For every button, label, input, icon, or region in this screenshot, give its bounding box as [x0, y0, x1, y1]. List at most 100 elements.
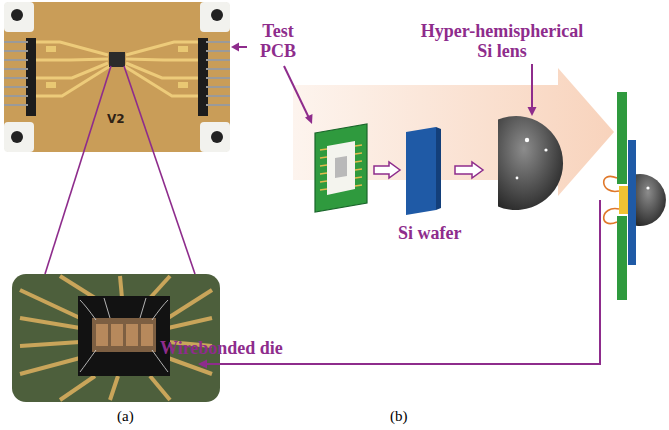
die-photo-part-part: [168, 290, 212, 318]
die-photo-part-part: [168, 318, 212, 328]
pcb-photo-part-part: [206, 41, 230, 43]
assembly-side-view-part: [617, 92, 627, 184]
callout-label: Wirebonded die: [160, 338, 283, 359]
si-lens-box: Hyper-hemispherical Si lens: [496, 110, 564, 215]
component-label: Test PCB: [250, 22, 306, 62]
assembly-side-view-part-part: [604, 176, 619, 191]
pcb-photo-part-part: [4, 104, 28, 106]
pcb-photo-part: [200, 122, 230, 152]
pcb-photo-part: [11, 9, 23, 21]
test-pcb-illustration-part-part: [320, 173, 327, 174]
panel-label: (a): [117, 408, 134, 425]
hollow-arrow: [374, 162, 400, 178]
pcb-photo-part-part: [36, 66, 110, 96]
component-label: Hyper-hemispherical Si lens: [412, 22, 592, 62]
die-photo-part: [96, 324, 153, 346]
pcb-photo-part: [36, 42, 198, 96]
pcb-photo-part-part: [206, 95, 230, 97]
leader-arrow-part: [231, 43, 239, 52]
si-lens-illustration-part: [516, 177, 519, 180]
die-photo-part-part: [20, 358, 80, 374]
die-photo-part-part: [20, 342, 80, 346]
die-photo-part-part: [150, 376, 170, 400]
test-pcb-illustration-part: [327, 141, 355, 195]
test-pcb-illustration-part: [320, 145, 362, 190]
panel-label: (b): [390, 408, 408, 425]
die-photo-part: [78, 296, 170, 376]
die-photo-part-part: [20, 318, 80, 328]
test-pcb-illustration-part-part: [355, 185, 362, 186]
pcb-photo-part-part: [178, 82, 188, 88]
test-pcb-illustration-part-part: [355, 169, 362, 170]
pcb-photo-part-part: [206, 68, 230, 70]
assembly-side-view-part-part: [604, 209, 619, 224]
pcb-photo-part-part: [46, 82, 56, 88]
pcb-photo-part-part: [206, 86, 230, 88]
die-photo-part-part: [60, 276, 95, 298]
si-wafer-box: Si wafer: [404, 127, 442, 215]
pcb-photo-part-part: [124, 66, 198, 96]
si-wafer-illustration-part: [406, 127, 436, 215]
test-pcb-box: Test PCB: [312, 125, 370, 215]
pcb-photo-part-part: [206, 104, 230, 106]
assembly-side-view-part: [628, 140, 636, 265]
leader-arrow-part: [305, 114, 313, 124]
die-photo-part-part: [120, 276, 122, 298]
test-pcb-illustration-part-part: [320, 157, 327, 158]
pcb-photo-part: [4, 42, 230, 105]
die-photo-part-part: [168, 358, 212, 374]
die-photo-part-part: [104, 298, 110, 318]
die-photo-part-part: [110, 376, 118, 400]
si-lens-illustration-part: [525, 138, 529, 142]
die-photo-part-part: [80, 300, 96, 320]
pcb-photo-part-part: [4, 50, 28, 52]
pcb-photo: [4, 2, 230, 152]
test-pcb-illustration-part-part: [355, 161, 362, 162]
pcb-photo-part: [11, 131, 23, 143]
pcb-photo-part: [4, 2, 230, 152]
test-pcb-illustration-part-part: [320, 181, 327, 182]
test-pcb-illustration-part-part: [320, 149, 327, 150]
leader-arrow-part: [198, 360, 207, 369]
pcb-photo-part: [4, 2, 34, 32]
assembly-side-view-part: [604, 176, 619, 223]
assembly-side-view-part: [619, 186, 628, 214]
pcb-photo-part-part: [36, 42, 108, 55]
pcb-photo-part-part: [4, 68, 28, 70]
pcb-photo-part-part: [206, 59, 230, 61]
pcb-photo-part-part: [4, 77, 28, 79]
pcb-photo-part-part: [4, 41, 28, 43]
die-photo-part-part: [140, 298, 146, 318]
test-pcb-illustration-part-part: [320, 189, 327, 190]
die-photo-part-part: [60, 376, 95, 400]
pcb-photo-part-part: [4, 59, 28, 61]
leader-arrow-part: [284, 66, 309, 118]
assembly-side-view-part: [636, 174, 666, 226]
hollow-arrow: [455, 162, 483, 178]
zoom-leader-part: [124, 66, 195, 274]
test-pcb-illustration-part-part: [320, 165, 327, 166]
si-wafer-illustration: [406, 127, 441, 215]
assembly-side-view-part: [617, 216, 627, 300]
pcb-photo-part-part: [36, 59, 108, 60]
pcb-photo-part-part: [126, 59, 198, 60]
zoom-leader-part: [45, 66, 111, 274]
pcb-photo-part: [46, 46, 188, 88]
pcb-photo-part: [211, 131, 223, 143]
test-pcb-illustration: [315, 124, 367, 212]
leader-arrow-part: [531, 64, 533, 108]
component-label: Si wafer: [398, 224, 461, 244]
pcb-photo-part-part: [4, 95, 28, 97]
si-wafer-illustration-part: [436, 127, 441, 210]
leader-arrow: [198, 43, 600, 369]
test-pcb-illustration-part-part: [355, 153, 362, 154]
si-lens-illustration: [498, 116, 563, 210]
si-lens-illustration-part: [544, 148, 547, 151]
die-photo-part: [80, 298, 168, 372]
assembly-side-view-part: [646, 186, 649, 189]
board-marking: V2: [107, 112, 125, 126]
die-photo-part-part: [150, 276, 170, 298]
